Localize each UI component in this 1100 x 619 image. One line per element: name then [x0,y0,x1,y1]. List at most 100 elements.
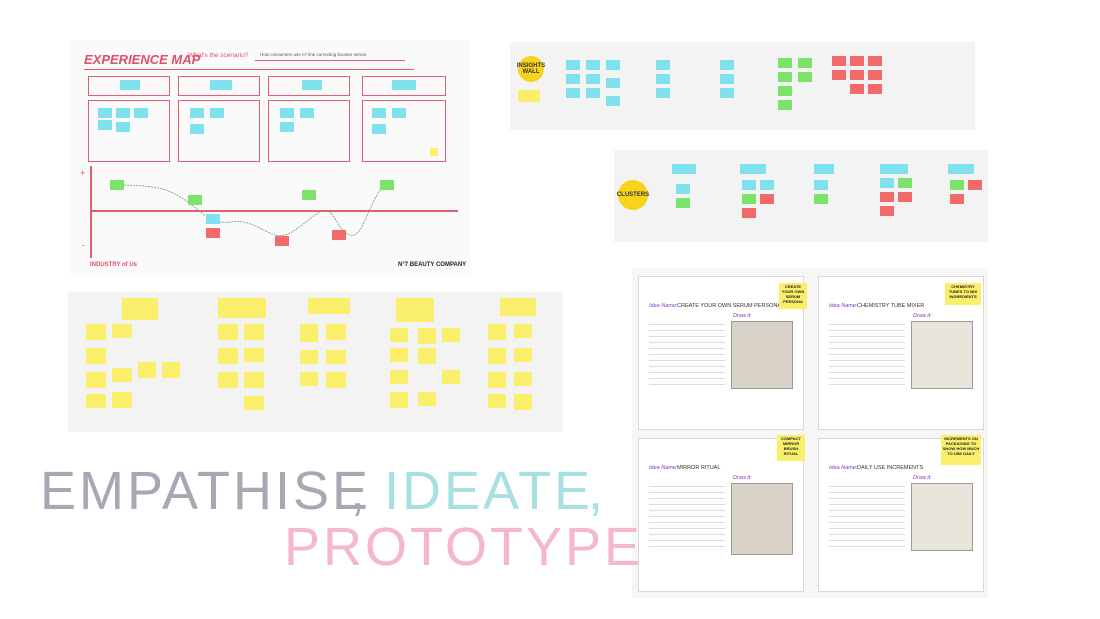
headline-prototype: PROTOTYPE [284,517,644,577]
sticky-note [950,180,964,190]
sticky-note [850,70,864,80]
sticky-note [332,230,346,240]
sticky-note [720,88,734,98]
sticky-note [798,72,812,82]
concept-name: MIRROR RITUAL [677,465,721,471]
concept-tag: COMPACT MIRROR BRUSH RITUAL [777,435,805,461]
idea-note [488,394,506,408]
sketch-photo [731,321,793,389]
description-lines [649,481,725,551]
experience-map-panel: EXPERIENCE MAP What's the scenario? How … [70,40,470,275]
sticky-note [430,148,438,156]
sticky-note [206,214,220,224]
sticky-note [868,84,882,94]
title-underline [84,69,414,70]
cluster-header [740,164,766,174]
headline-comma-1: , [350,461,369,521]
idea-note [442,328,460,342]
phase-body-1 [88,100,170,162]
scenario-underline [255,60,405,61]
idea-note [112,368,132,382]
idea-note [390,392,408,408]
n7-beauty-company-logo: N°7 BEAUTY COMPANY [398,262,467,268]
idea-note [112,324,132,338]
sticky-note [778,72,792,82]
idea-note [86,324,106,340]
ideation-board-panel [68,292,563,432]
idea-note [300,350,318,364]
idea-note [218,372,238,388]
idea-name-label: Idea Name: [649,465,678,471]
concept-tag: CREATE YOUR OWN SERUM PERSONA [779,283,807,309]
industry-of-us-logo: INDUSTRY of Us [90,262,138,268]
sticky-note [110,180,124,190]
scenario-value: How consumers use n7 line correcting boo… [260,52,367,57]
sticky-note [300,108,314,118]
sticky-note [566,88,580,98]
sticky-note [206,228,220,238]
draw-it-label: Draw it: [913,313,932,319]
sticky-note [280,122,294,132]
idea-note [326,324,346,340]
cluster-header [880,164,908,174]
phase-body-3 [268,100,350,162]
draw-it-label: Draw it: [733,313,752,319]
sticky-note [798,58,812,68]
sticky-note [372,108,386,118]
sticky-note [778,58,792,68]
description-lines [829,319,905,389]
sticky-note [880,178,894,188]
concept-sheets-panel: Idea Name: CREATE YOUR OWN SERUM PERSONA… [632,268,988,598]
idea-note [244,348,264,362]
phase-header-3 [302,80,322,90]
sticky-note [380,180,394,190]
sticky-note [656,74,670,84]
sketch-photo [731,483,793,555]
sticky-note [116,108,130,118]
sticky-note [778,86,792,96]
sticky-note [302,190,316,200]
idea-note [418,348,436,364]
sticky-note [98,120,112,130]
sticky-note [814,180,828,190]
sticky-note [280,108,294,118]
sticky-note [116,122,130,132]
idea-note [514,372,532,386]
sticky-note [606,60,620,70]
idea-name-label: Idea Name: [829,465,858,471]
question-note-2 [218,298,266,318]
sticky-note [814,194,828,204]
sticky-note [720,74,734,84]
sticky-note [586,88,600,98]
cluster-header [948,164,974,174]
sticky-note [950,194,964,204]
description-lines [649,319,725,389]
sticky-note [868,56,882,66]
sticky-note [190,108,204,118]
axis-minus-label: - [82,240,85,250]
idea-note [514,324,532,338]
sticky-note [656,60,670,70]
y-axis [90,166,92,258]
phase-column-1 [88,76,170,96]
sticky-note [898,178,912,188]
idea-note [138,362,156,378]
idea-note [390,370,408,384]
draw-it-label: Draw it: [733,475,752,481]
sticky-note [586,60,600,70]
sticky-note [832,70,846,80]
sticky-note [566,74,580,84]
phase-column-3 [268,76,350,96]
sticky-note [868,70,882,80]
idea-note [112,392,132,408]
idea-note [326,372,346,388]
sticky-note [850,84,864,94]
headline-empathise: EMPATHISE [40,461,372,521]
idea-note [418,392,436,406]
idea-note [218,324,238,340]
sketch-photo [911,483,973,551]
phase-header-2 [210,80,232,90]
sticky-note [392,108,406,118]
headline-comma-2: , [588,461,607,521]
idea-note [514,394,532,410]
